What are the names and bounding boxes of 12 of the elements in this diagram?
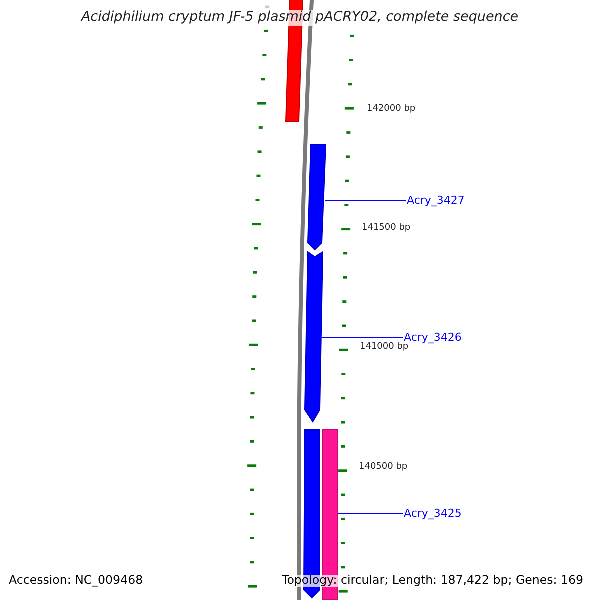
summary-text: Topology: circular; Length: 187,422 bp; Genes: 169 [282, 574, 584, 587]
tick-label: 141000 bp [360, 342, 409, 352]
tick-label: 142000 bp [367, 104, 416, 114]
leader-line [324, 200, 406, 202]
gene-label: Acry_3427 [407, 194, 465, 208]
gene-feature [307, 145, 327, 251]
accession-text: Accession: NC_009468 [9, 574, 144, 587]
tick-label: 140500 bp [359, 462, 408, 472]
gene-label: Acry_3426 [404, 331, 462, 345]
gene-label: Acry_3425 [404, 507, 462, 521]
tick-label: 141500 bp [362, 224, 411, 233]
gene-feature [303, 250, 324, 422]
